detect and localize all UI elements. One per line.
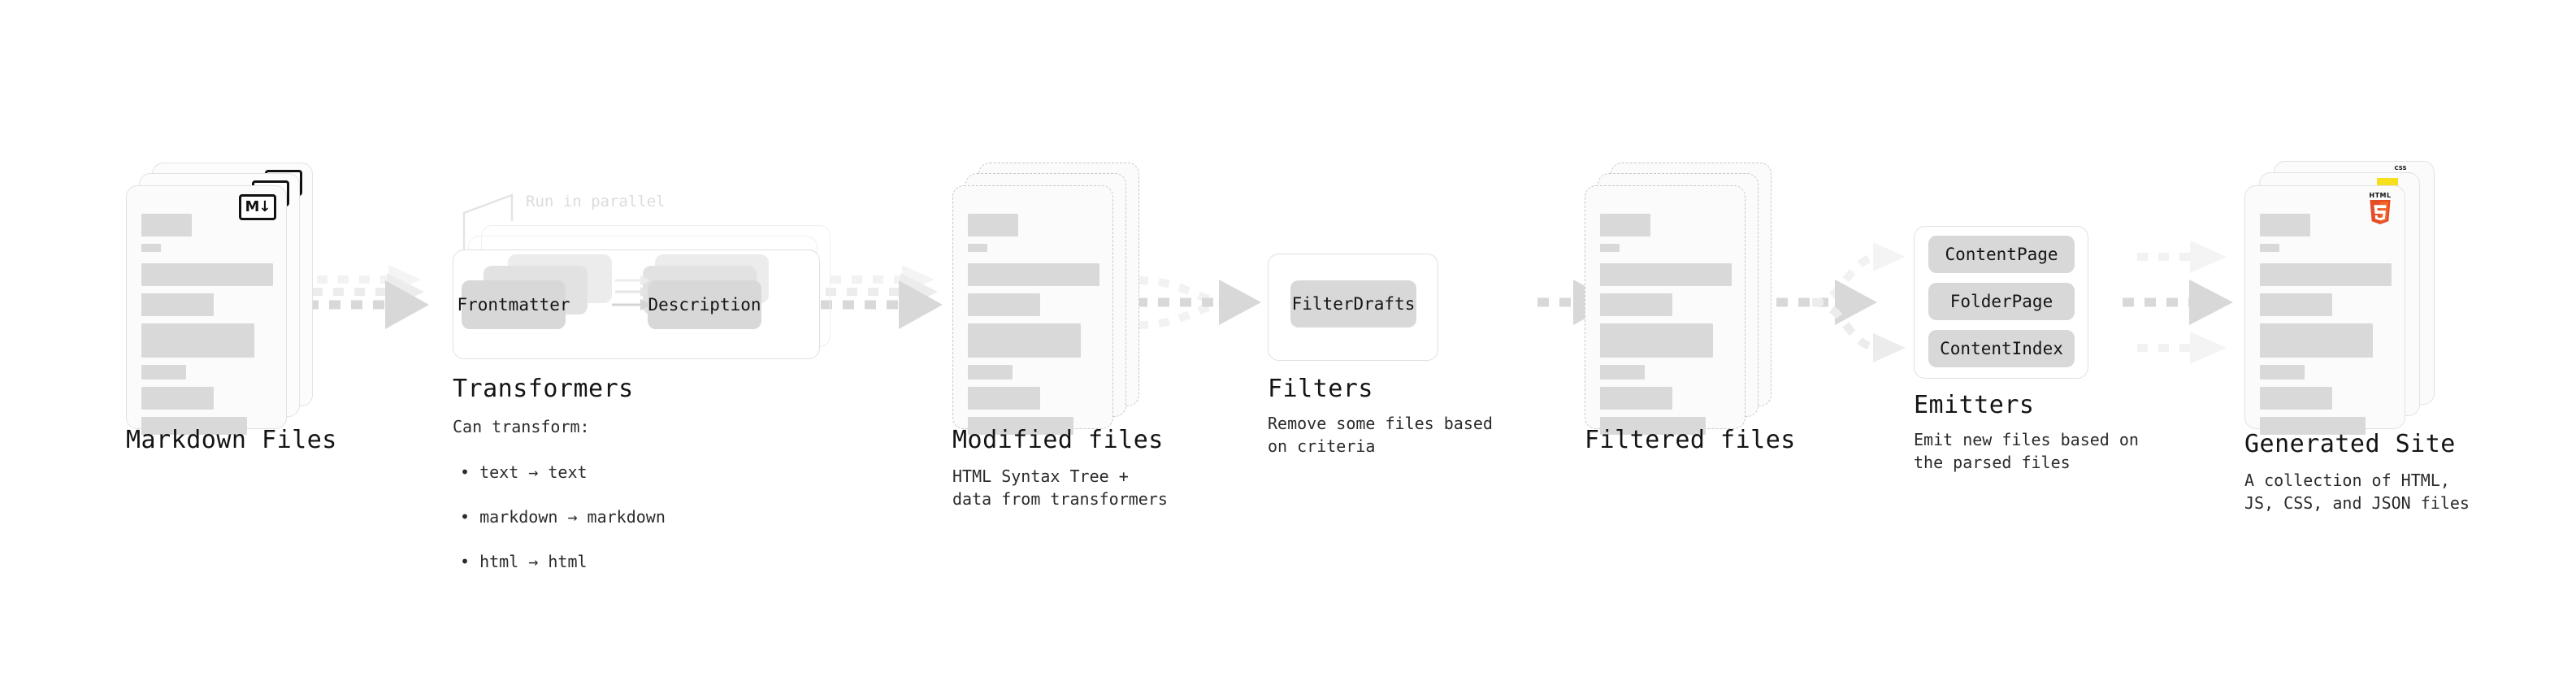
transformers-bullet-item: • markdown → markdown	[460, 484, 666, 528]
filtered-files-stack	[1585, 163, 1772, 435]
doc-skeleton	[1600, 214, 1732, 442]
bullet-dot: •	[460, 506, 480, 527]
transformer-node-description[interactable]: Description	[648, 280, 761, 329]
bullet-dot: •	[460, 462, 480, 482]
css-label: CSS	[2394, 165, 2407, 171]
doc-skeleton	[2260, 214, 2392, 442]
arrow-filtered-to-emitters	[1776, 242, 1906, 362]
doc-skeleton	[968, 214, 1099, 442]
emitter-node-contentindex[interactable]: ContentIndex	[1928, 330, 2075, 367]
markdown-files-stack: M↓ M↓ M↓	[126, 163, 313, 435]
html5-icon: HTML	[2366, 193, 2395, 225]
emitter-node-folderpage[interactable]: FolderPage	[1928, 283, 2075, 320]
stage-title-emitters: Emitters	[1914, 391, 2035, 419]
emitter-node-contentpage[interactable]: ContentPage	[1928, 236, 2075, 273]
stage-title-markdown-files: Markdown Files	[126, 426, 337, 454]
markdown-file-front: M↓	[126, 185, 287, 435]
transformer-node-frontmatter[interactable]: Frontmatter	[457, 280, 570, 329]
html5-shield	[2370, 200, 2391, 225]
modified-files-stack	[952, 163, 1139, 435]
stage-title-transformers: Transformers	[453, 375, 634, 403]
generated-site-stack: CSS HTML	[2244, 161, 2439, 435]
stage-desc-transformers: Can transform:	[453, 417, 590, 436]
stage-title-filtered-files: Filtered files	[1585, 426, 1796, 454]
stage-desc-generated-site: A collection of HTML, JS, CSS, and JSON …	[2244, 471, 2470, 513]
transformers-bullet-list: • text → text • markdown → markdown • ht…	[460, 439, 666, 574]
arrow-emitters-to-site	[2123, 241, 2233, 364]
stage-title-generated-site: Generated Site	[2244, 430, 2456, 458]
stage-desc-modified-files: HTML Syntax Tree + data from transformer…	[952, 466, 1168, 509]
arrow-markdown-to-transformers	[307, 265, 429, 329]
generated-file-html: HTML	[2244, 185, 2405, 435]
bullet-text: markdown → markdown	[479, 506, 666, 527]
doc-skeleton	[141, 214, 273, 442]
filter-node-filterdrafts[interactable]: FilterDrafts	[1290, 280, 1416, 327]
markdown-icon: M↓	[239, 194, 276, 220]
bullet-text: html → html	[479, 551, 588, 571]
stage-title-filters: Filters	[1268, 375, 1373, 403]
stage-desc-filters: Remove some files based on criteria	[1268, 414, 1493, 456]
bullet-dot: •	[460, 551, 480, 571]
run-in-parallel-label: Run in parallel	[526, 193, 666, 210]
transformers-bullet-item: • text → text	[460, 439, 666, 484]
filtered-file-front	[1585, 185, 1746, 435]
arrow-modified-to-filters	[1136, 276, 1261, 329]
html5-label: HTML	[2369, 192, 2392, 199]
modified-file-front	[952, 185, 1113, 435]
transformers-bullet-item: • html → html	[460, 528, 666, 573]
stage-desc-emitters: Emit new files based on the parsed files	[1914, 430, 2139, 472]
arrow-transformers-to-modified	[821, 265, 943, 329]
bullet-text: text → text	[479, 462, 588, 482]
stage-title-modified-files: Modified files	[952, 426, 1164, 454]
